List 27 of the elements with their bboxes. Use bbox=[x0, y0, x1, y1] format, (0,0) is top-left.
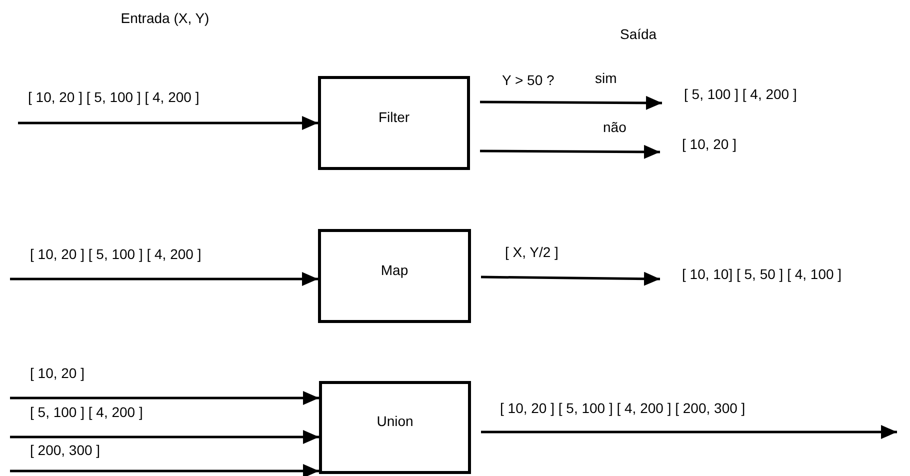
data-text: [ 10, 10] [ 5, 50 ] [ 4, 100 ] bbox=[660, 264, 910, 284]
condition-label: Y > 50 ? bbox=[502, 71, 554, 90]
data-text: [ 5, 100 ] [ 4, 200 ] bbox=[662, 84, 862, 104]
edge-label: [ 200, 300 ] bbox=[30, 441, 100, 460]
arrow bbox=[480, 272, 660, 286]
arrow bbox=[10, 430, 319, 444]
arrow bbox=[480, 96, 662, 110]
heading-label: Saída bbox=[620, 25, 657, 44]
edge-label: não bbox=[603, 118, 626, 137]
edge-label: [ 10, 20 ] bbox=[30, 364, 84, 383]
arrow bbox=[10, 272, 318, 286]
data-text: [ 10, 20 ] bbox=[660, 134, 770, 154]
edge-label: [ 5, 100 ] [ 4, 200 ] bbox=[30, 403, 143, 422]
edge-label: sim bbox=[595, 69, 617, 88]
arrow bbox=[10, 464, 319, 476]
arrow bbox=[10, 391, 319, 405]
process-box: Map bbox=[318, 229, 471, 323]
process-box: Union bbox=[319, 381, 471, 474]
edge-label: [ X, Y/2 ] bbox=[505, 243, 558, 262]
edge-label: [ 10, 20 ] [ 5, 100 ] [ 4, 200 ] [ 200, 300 ] bbox=[500, 399, 746, 418]
heading-label: Entrada (X, Y) bbox=[120, 9, 210, 28]
arrow bbox=[18, 116, 318, 130]
edge-label: [ 10, 20 ] [ 5, 100 ] [ 4, 200 ] bbox=[30, 245, 202, 264]
edge-label: [ 10, 20 ] [ 5, 100 ] [ 4, 200 ] bbox=[28, 88, 200, 107]
arrow bbox=[480, 144, 660, 159]
arrow bbox=[481, 425, 897, 439]
process-box: Filter bbox=[318, 76, 470, 170]
